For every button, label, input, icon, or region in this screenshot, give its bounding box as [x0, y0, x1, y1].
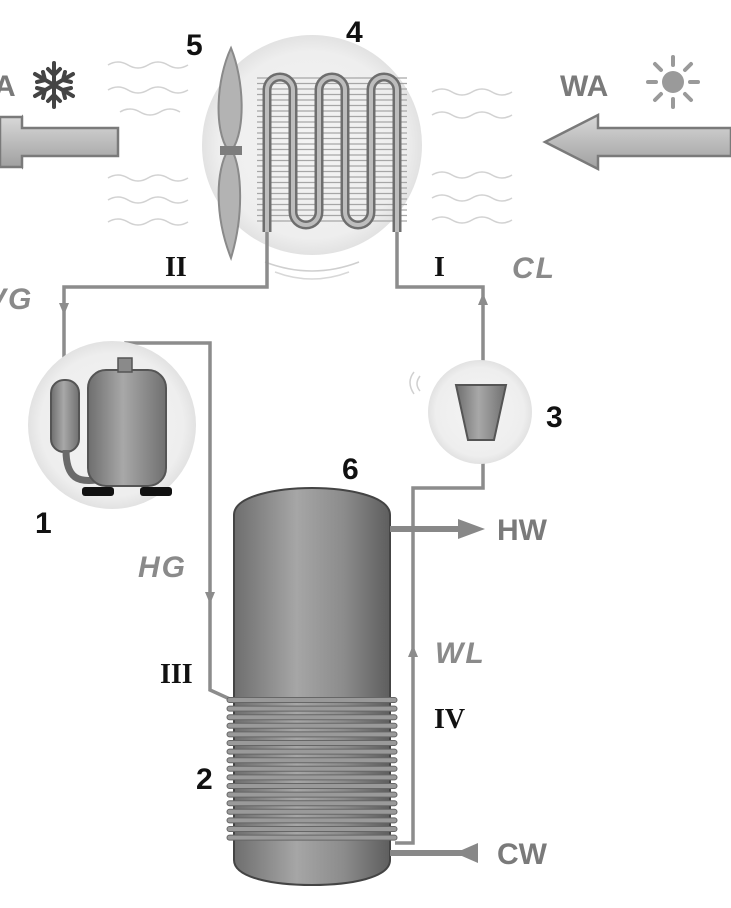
label-vg: VG [0, 283, 33, 316]
coil-winding [226, 731, 398, 738]
label-line-iv: IV [434, 704, 465, 735]
warm-air-waves [431, 88, 513, 224]
storage-tank [233, 486, 485, 887]
sun-icon [646, 55, 700, 109]
coil-winding [226, 826, 398, 832]
label-evaporator: 4 [346, 16, 363, 49]
coil-winding [226, 800, 398, 807]
label-wa: WA [560, 70, 608, 103]
coil-winding [226, 740, 398, 746]
coil-winding [226, 722, 398, 729]
fan-blade [217, 45, 243, 262]
label-wl: WL [435, 637, 486, 670]
coil-winding [226, 834, 398, 841]
label-line-ii: II [165, 252, 187, 283]
label-tank: 6 [342, 453, 359, 486]
label-cw: CW [497, 838, 548, 871]
label-fan: 5 [186, 29, 203, 62]
refrigerant-pipes [59, 232, 488, 845]
coil-winding [226, 791, 398, 798]
coil-winding [226, 783, 398, 789]
coil-winding [226, 705, 398, 712]
coil-winding [226, 774, 398, 781]
coil-winding [226, 765, 398, 772]
label-line-i: I [434, 252, 445, 283]
label-condenser-coil: 2 [196, 763, 213, 796]
label-hg: HG [138, 551, 187, 584]
compressor [28, 341, 196, 509]
cold-air-arrow [0, 114, 120, 170]
warm-air-arrow [542, 112, 731, 172]
condenser-coil [226, 697, 398, 841]
cold-air-waves [107, 61, 189, 226]
coil-winding [226, 697, 398, 703]
label-line-iii: III [160, 659, 193, 690]
coil-winding [226, 714, 398, 721]
label-hw: HW [497, 514, 548, 547]
evaporator [202, 35, 422, 280]
coil-winding [226, 748, 398, 755]
coil-winding [226, 757, 398, 764]
label-expansion-valve: 3 [546, 401, 563, 434]
label-ca: A [0, 70, 16, 103]
snowflake-icon [33, 61, 75, 109]
label-cl: CL [512, 252, 556, 285]
expansion-valve [409, 360, 532, 464]
coil-winding [226, 808, 398, 815]
coil-winding [226, 817, 398, 824]
label-compressor: 1 [35, 507, 52, 540]
